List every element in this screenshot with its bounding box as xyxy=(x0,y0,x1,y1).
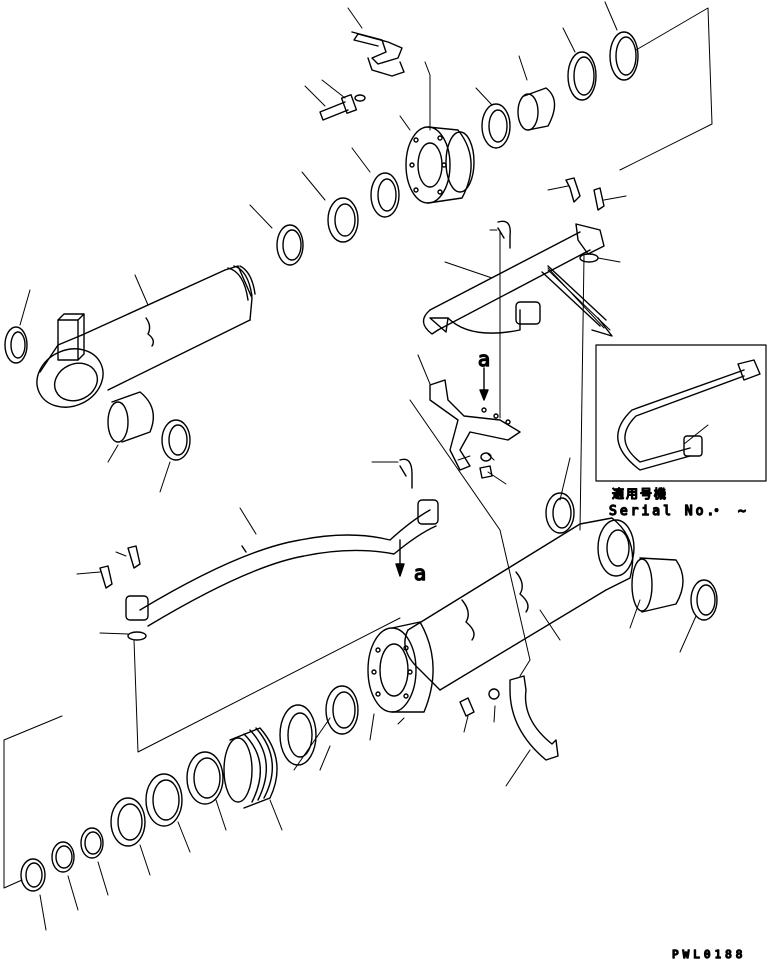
inset-serial-range: ~ xyxy=(738,504,749,519)
view-arrow-lower xyxy=(395,539,405,577)
piston-seal-rings xyxy=(20,685,359,892)
bottom-bushing xyxy=(545,492,718,621)
lower-clamp xyxy=(459,675,559,761)
view-mark-a-lower: a xyxy=(414,561,426,585)
lower-bolts xyxy=(99,458,413,641)
view-mark-a-upper: a xyxy=(478,347,490,371)
inset-serial-dot: ・ xyxy=(710,504,726,519)
inset-arrow xyxy=(541,265,613,337)
inset-serial-label: Serial No. xyxy=(609,504,717,519)
cylinder-flange xyxy=(367,621,434,713)
upper-bolt xyxy=(319,94,366,121)
upper-tube xyxy=(422,220,605,335)
piston-rod xyxy=(36,265,256,408)
view-arrow-upper xyxy=(479,367,489,401)
head-seal-rings xyxy=(276,31,639,266)
inset-frame xyxy=(595,344,767,482)
cylinder-head xyxy=(405,126,475,204)
upper-clamp xyxy=(429,379,521,479)
leader-lines xyxy=(3,1,713,931)
cylinder-body xyxy=(404,517,635,691)
drawing-code: PWL0188 xyxy=(672,948,746,961)
inset-applicability-label: 適用号機 xyxy=(612,486,668,501)
lower-tube xyxy=(125,499,439,627)
upper-bracket xyxy=(351,31,405,77)
rod-bushing xyxy=(4,326,191,461)
